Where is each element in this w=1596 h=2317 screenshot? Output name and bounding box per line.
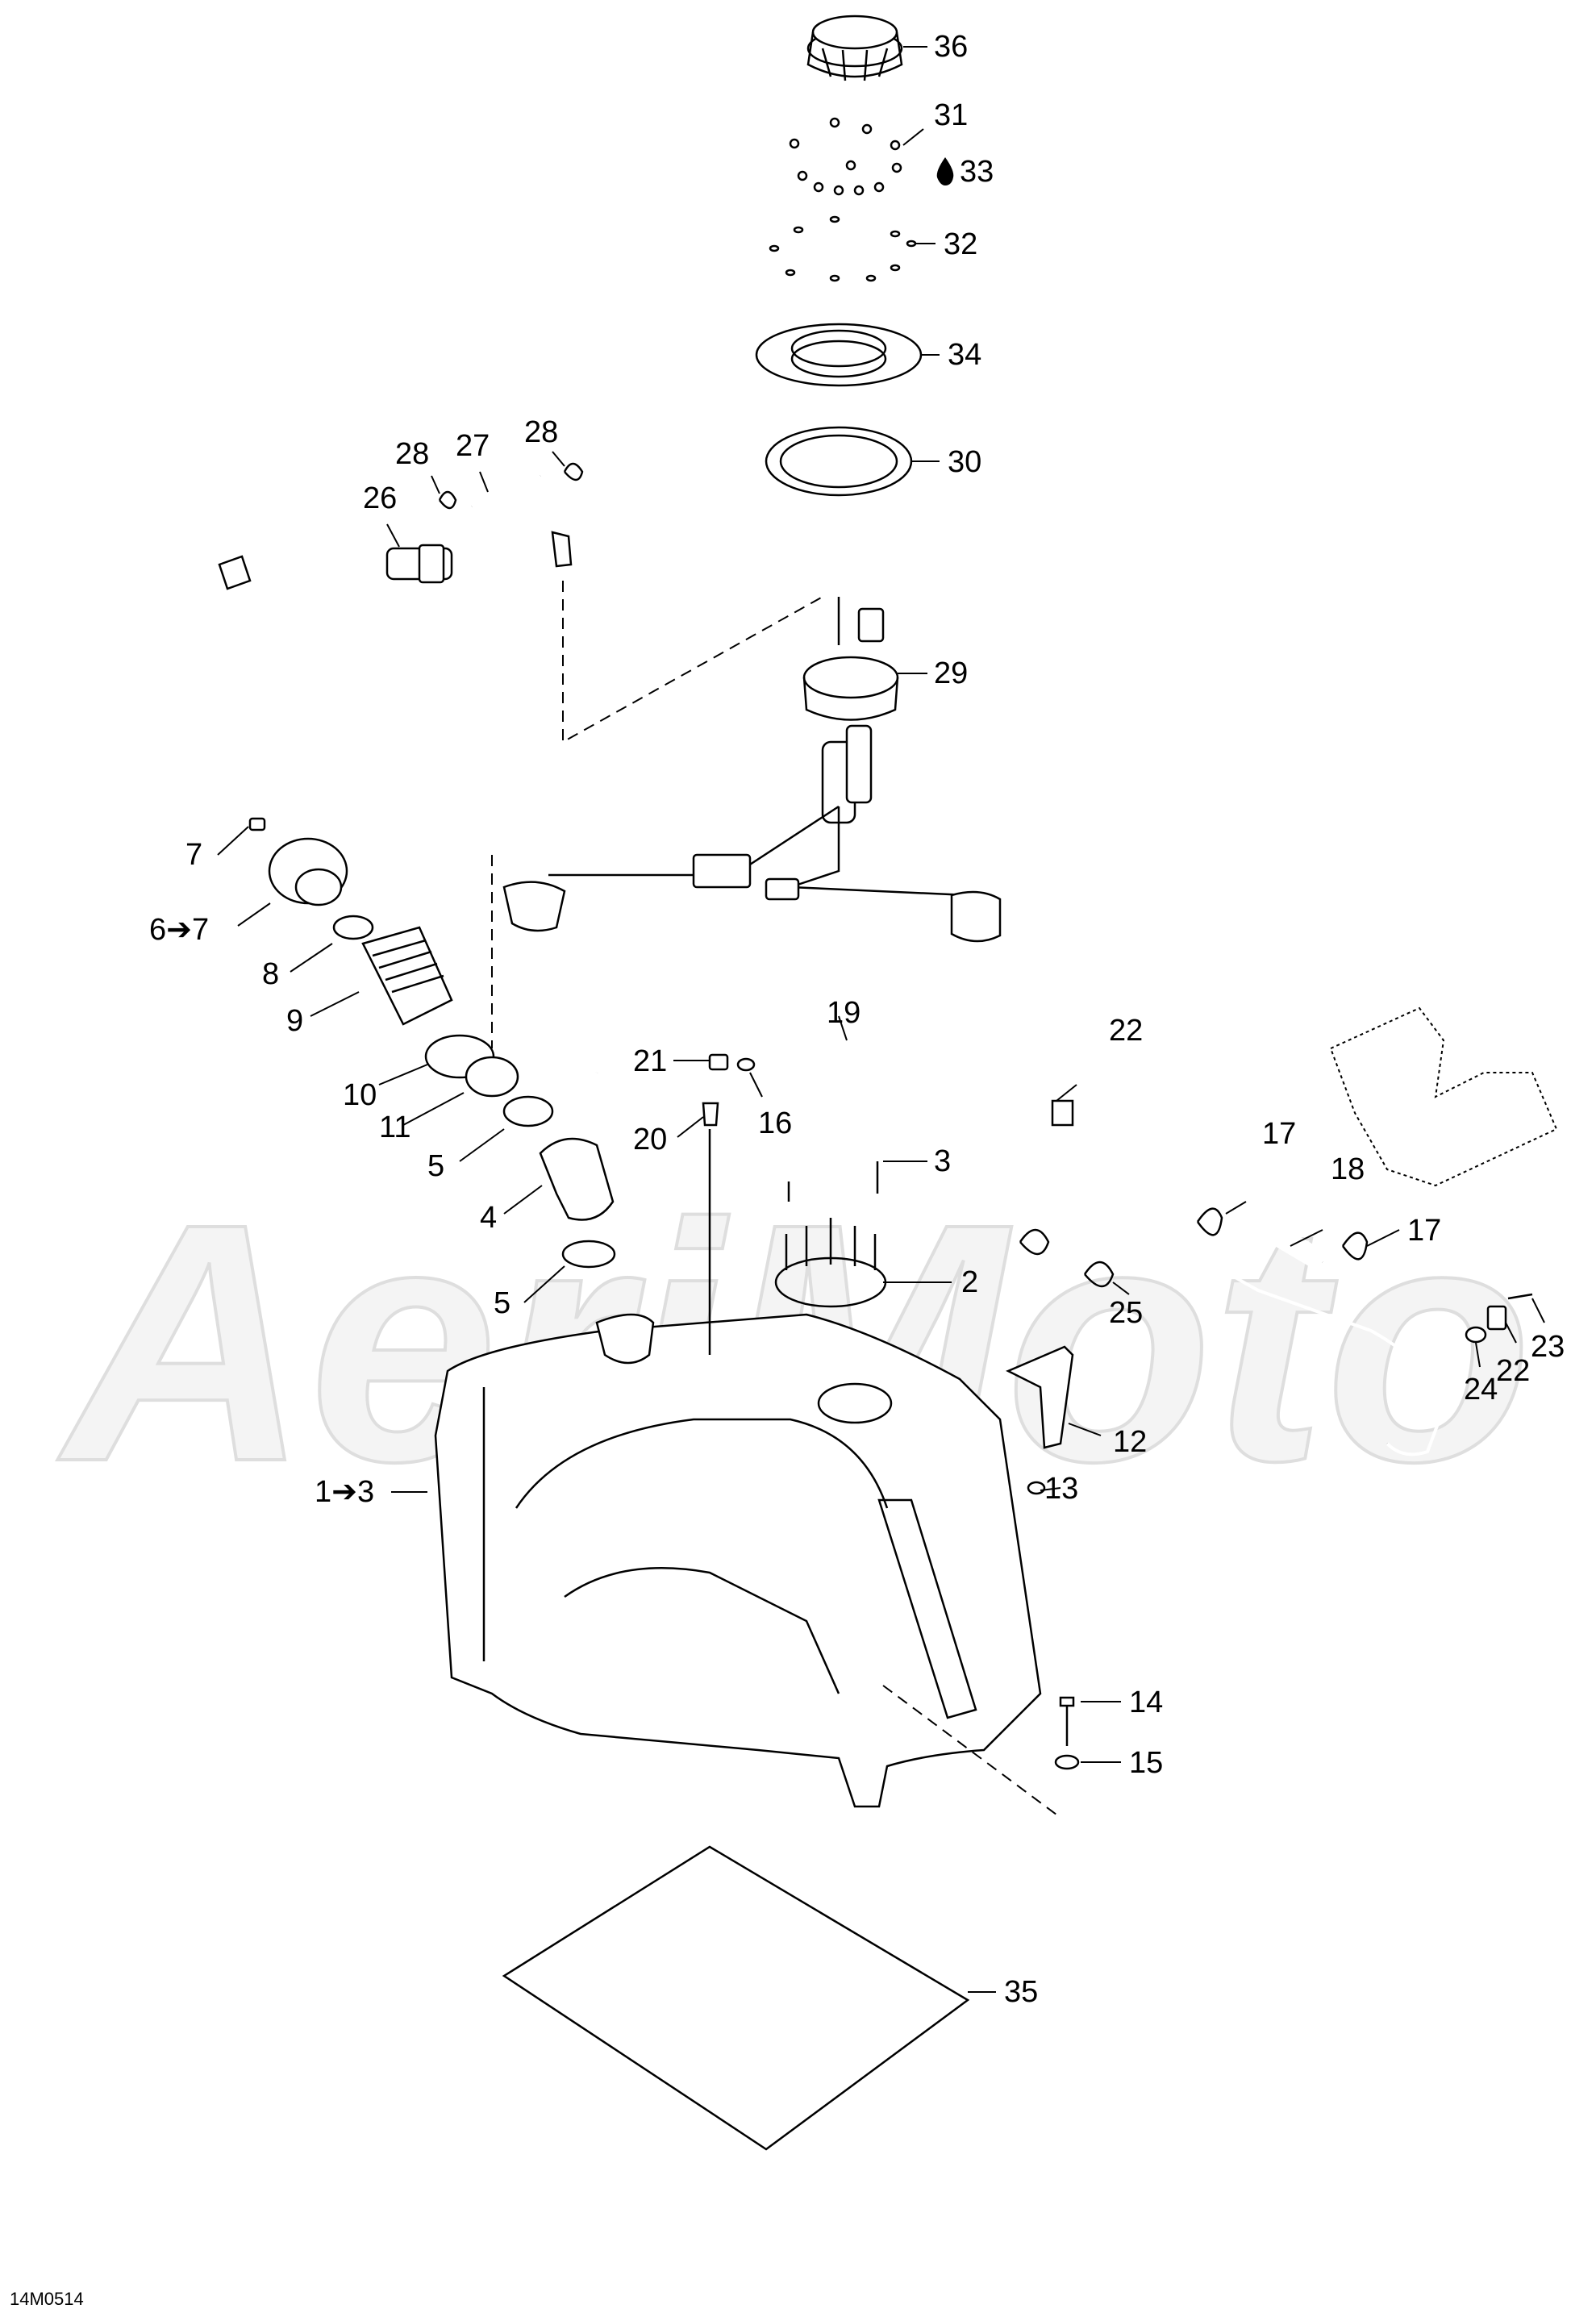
drop-icon bbox=[936, 157, 954, 185]
part-7-cap-pin[interactable] bbox=[248, 817, 266, 831]
callout-23: 23 bbox=[1531, 1330, 1565, 1364]
part-20-grommet[interactable] bbox=[702, 1102, 719, 1127]
callout-36: 36 bbox=[934, 30, 968, 64]
callout-29: 29 bbox=[934, 656, 968, 690]
part-17-clamp-lower[interactable] bbox=[1341, 1231, 1369, 1261]
part-15-washer[interactable] bbox=[1054, 1754, 1080, 1770]
part-13-push-nut[interactable] bbox=[1027, 1481, 1046, 1495]
callout-32: 32 bbox=[944, 227, 977, 261]
part-35-pad[interactable] bbox=[502, 1845, 970, 2151]
part-26-fuel-line-filter[interactable] bbox=[218, 531, 573, 590]
callout-8: 8 bbox=[262, 957, 279, 991]
callout-11: 11 bbox=[379, 1111, 410, 1144]
part-8-o-ring[interactable] bbox=[332, 915, 374, 940]
dash-line-26-29 bbox=[562, 581, 823, 744]
callout-22-upper: 22 bbox=[1109, 1014, 1143, 1048]
callout-14: 14 bbox=[1129, 1686, 1163, 1719]
callout-labels: 36 31 33 32 34 30 28 27 28 26 29 7 6➔7 8… bbox=[149, 30, 1565, 2009]
callout-6-7: 6➔7 bbox=[149, 913, 209, 947]
callout-34: 34 bbox=[948, 338, 981, 372]
callout-19: 19 bbox=[827, 996, 861, 1030]
callout-28-left: 28 bbox=[395, 437, 429, 471]
callout-15: 15 bbox=[1129, 1746, 1163, 1780]
callout-1-3: 1➔3 bbox=[315, 1475, 374, 1509]
part-1-fuel-tank[interactable] bbox=[434, 1129, 1042, 1808]
callout-21: 21 bbox=[633, 1044, 667, 1078]
callout-10: 10 bbox=[343, 1078, 377, 1112]
callout-20: 20 bbox=[633, 1123, 667, 1156]
callout-28-right: 28 bbox=[524, 415, 558, 449]
part-5-clamp-lower[interactable] bbox=[561, 1240, 616, 1269]
part-28-clamp-right[interactable] bbox=[563, 462, 584, 481]
part-17-clamp-upper[interactable] bbox=[1196, 1207, 1223, 1236]
part-28-clamp-left[interactable] bbox=[438, 490, 457, 510]
callout-31: 31 bbox=[934, 98, 968, 132]
callout-9: 9 bbox=[286, 1004, 303, 1038]
part-4-elbow-hose[interactable] bbox=[539, 1137, 615, 1221]
part-29-fuel-pump[interactable] bbox=[502, 597, 1002, 943]
callout-2: 2 bbox=[961, 1265, 978, 1299]
callout-24: 24 bbox=[1464, 1373, 1498, 1406]
part-16-connector[interactable] bbox=[736, 1057, 756, 1072]
callout-22-lower: 22 bbox=[1496, 1354, 1530, 1388]
callout-5-upper: 5 bbox=[427, 1149, 444, 1183]
part-31-nuts[interactable] bbox=[789, 117, 902, 196]
callout-4: 4 bbox=[480, 1201, 497, 1235]
callout-17-lower: 17 bbox=[1407, 1214, 1441, 1248]
part-18-hose[interactable] bbox=[1228, 1200, 1328, 1272]
leader-lines bbox=[217, 46, 1545, 1993]
part-19-vent-line[interactable] bbox=[595, 1006, 1442, 1456]
part-22-clip-upper[interactable] bbox=[1051, 1099, 1074, 1127]
part-27-hose[interactable] bbox=[468, 468, 544, 515]
callout-25: 25 bbox=[1109, 1296, 1143, 1330]
part-14-bolt[interactable] bbox=[1059, 1696, 1075, 1746]
callout-27: 27 bbox=[456, 429, 490, 463]
callout-33: 33 bbox=[960, 155, 994, 189]
part-25-clamps[interactable] bbox=[1019, 1228, 1115, 1288]
callout-17-upper: 17 bbox=[1262, 1117, 1296, 1151]
part-21-fitting[interactable] bbox=[708, 1053, 729, 1071]
part-22-clip-lower[interactable] bbox=[1486, 1305, 1507, 1331]
callout-13: 13 bbox=[1044, 1472, 1078, 1506]
callout-7: 7 bbox=[185, 838, 202, 872]
part-9-filler-neck[interactable] bbox=[361, 926, 453, 1026]
frame-reference-outline bbox=[1329, 1006, 1558, 1187]
part-36-lock-ring[interactable] bbox=[806, 15, 903, 81]
callout-16: 16 bbox=[758, 1106, 792, 1140]
image-code: 14M0514 bbox=[10, 2289, 84, 2309]
part-34-flange-ring[interactable] bbox=[755, 323, 923, 387]
callout-26: 26 bbox=[363, 481, 397, 515]
callout-18: 18 bbox=[1331, 1152, 1365, 1186]
part-30-gasket[interactable] bbox=[765, 426, 913, 497]
part-11-nut[interactable] bbox=[465, 1056, 519, 1098]
callout-5-lower: 5 bbox=[494, 1286, 510, 1320]
part-5-clamp-upper[interactable] bbox=[502, 1095, 554, 1127]
callout-3: 3 bbox=[934, 1144, 951, 1178]
callout-30: 30 bbox=[948, 445, 981, 479]
part-12-bracket[interactable] bbox=[1006, 1345, 1074, 1449]
part-3-rivets[interactable] bbox=[787, 1161, 879, 1202]
callout-35: 35 bbox=[1004, 1975, 1038, 2009]
part-23-bolt[interactable] bbox=[1507, 1293, 1533, 1300]
part-6-fuel-cap[interactable] bbox=[268, 837, 348, 906]
part-32-washers[interactable] bbox=[769, 215, 917, 282]
part-24-nut[interactable] bbox=[1465, 1326, 1487, 1344]
callout-12: 12 bbox=[1113, 1425, 1147, 1459]
